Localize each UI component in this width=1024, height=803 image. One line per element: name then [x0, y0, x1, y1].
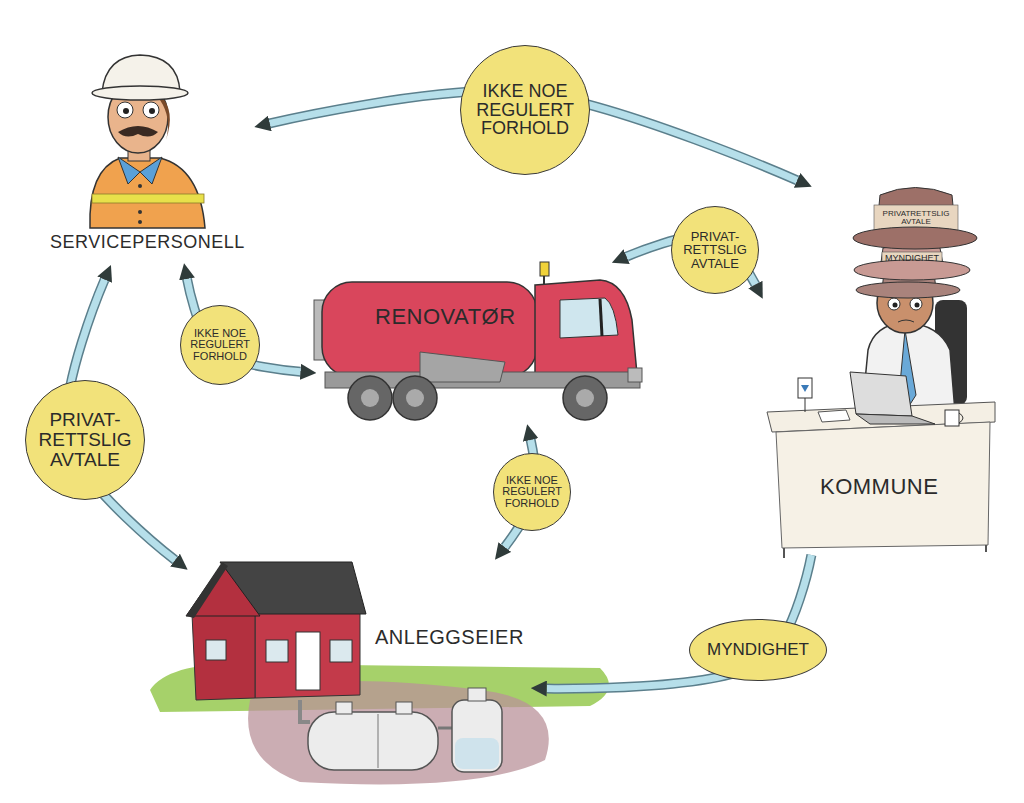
worker-node: SERVICEPERSONELL [45, 50, 255, 265]
worker-figure-part [149, 108, 155, 114]
relation-badge: MYNDIGHET [689, 619, 827, 681]
truck-figure-part [393, 376, 437, 420]
worker-figure [90, 55, 205, 228]
municipality-figure [767, 188, 995, 559]
house-figure-part [330, 640, 352, 662]
municipality-figure-part [850, 372, 912, 416]
house-figure-part [438, 727, 452, 730]
municipality-figure-part [801, 385, 809, 392]
truck-node: RENOVATØR [315, 260, 645, 425]
house-figure-part [308, 712, 438, 770]
worker-figure-part [117, 102, 133, 118]
house-figure-part [255, 612, 360, 698]
relation-label: PRIVAT- RETTSLIG AVTALE [39, 410, 132, 470]
municipality-figure-part [910, 298, 922, 310]
municipality-figure-part [776, 422, 990, 548]
relation-label: IKKE NOE REGULERT FORHOLD [476, 82, 573, 139]
municipality-figure-part [945, 410, 959, 426]
worker-figure-part [92, 86, 188, 100]
municipality-figure-part [888, 298, 900, 310]
worker-figure-part [138, 220, 142, 224]
truck-figure [314, 262, 642, 420]
municipality-figure-part [818, 410, 850, 422]
municipality-figure-part [898, 320, 914, 322]
node-label: SERVICEPERSONELL [50, 233, 245, 253]
relation-label: IKKE NOE REGULERT FORHOLD [502, 475, 562, 510]
relation-label: PRIVAT- RETTSLIG AVTALE [683, 230, 747, 271]
municipality-figure-part [853, 227, 977, 249]
worker-figure-part [138, 184, 142, 188]
truck-figure-part [563, 376, 607, 420]
truck-figure-part [406, 389, 424, 407]
relation-label: IKKE NOE REGULERT FORHOLD [190, 328, 250, 363]
worker-figure-part [90, 158, 205, 228]
municipality-figure-part [985, 545, 987, 552]
municipality-figure-part [783, 548, 785, 558]
municipality-node: KOMMUNE [765, 185, 997, 555]
truck-figure-part [576, 389, 594, 407]
municipality-figure-part [856, 414, 935, 424]
house-figure-part [468, 688, 486, 701]
house-node: ANLEGGSEIER [185, 560, 532, 785]
house-figure-part [186, 562, 228, 618]
truck-figure-part [560, 298, 618, 338]
relation-badge: PRIVAT- RETTSLIG AVTALE [25, 380, 145, 500]
municipality-figure-part [959, 413, 963, 423]
house-figure-part [192, 612, 255, 700]
truck-figure-part [420, 352, 505, 382]
worker-figure-part [118, 126, 158, 137]
house-figure-part [206, 640, 226, 660]
truck-figure-part [535, 280, 638, 385]
house-figure-part [396, 702, 412, 714]
truck-figure-part [628, 368, 642, 382]
node-label: ANLEGGSEIER [375, 626, 524, 648]
truck-figure-part [543, 276, 545, 284]
relation-badge: IKKE NOE REGULERT FORHOLD [493, 453, 572, 532]
truck-figure-part [600, 299, 602, 336]
municipality-figure-part [856, 282, 960, 298]
worker-figure-part [138, 210, 142, 214]
worker-figure-part [143, 102, 159, 118]
truck-figure-part [540, 262, 549, 276]
worker-figure-part [160, 95, 170, 140]
worker-figure-part [92, 194, 204, 203]
house-figure-part [300, 700, 310, 722]
node-label: RENOVATØR [375, 305, 516, 329]
node-label: KOMMUNE [820, 475, 938, 499]
relation-badge: IKKE NOE REGULERT FORHOLD [180, 305, 260, 385]
worker-figure-part [123, 108, 129, 114]
house-figure-part [378, 714, 379, 768]
house-figure-part [455, 738, 499, 769]
relation-badge: PRIVAT- RETTSLIG AVTALE [671, 206, 759, 294]
municipality-figure-part [893, 303, 898, 308]
municipality-figure-part [798, 378, 812, 398]
house-figure-part [336, 702, 352, 714]
hat-label: MYNDIGHET [881, 254, 943, 263]
truck-figure-part [348, 376, 392, 420]
relation-badge: IKKE NOE REGULERT FORHOLD [460, 45, 590, 175]
house-figure-part [266, 640, 288, 662]
municipality-figure-part [915, 303, 920, 308]
hat-label: PRIVATRETTSLIG AVTALE [874, 210, 958, 227]
house-figure [150, 562, 609, 784]
house-figure-part [452, 700, 502, 772]
truck-figure-part [361, 389, 379, 407]
municipality-figure-part [805, 398, 806, 412]
house-figure-part [296, 632, 320, 690]
relation-label: MYNDIGHET [707, 641, 809, 659]
